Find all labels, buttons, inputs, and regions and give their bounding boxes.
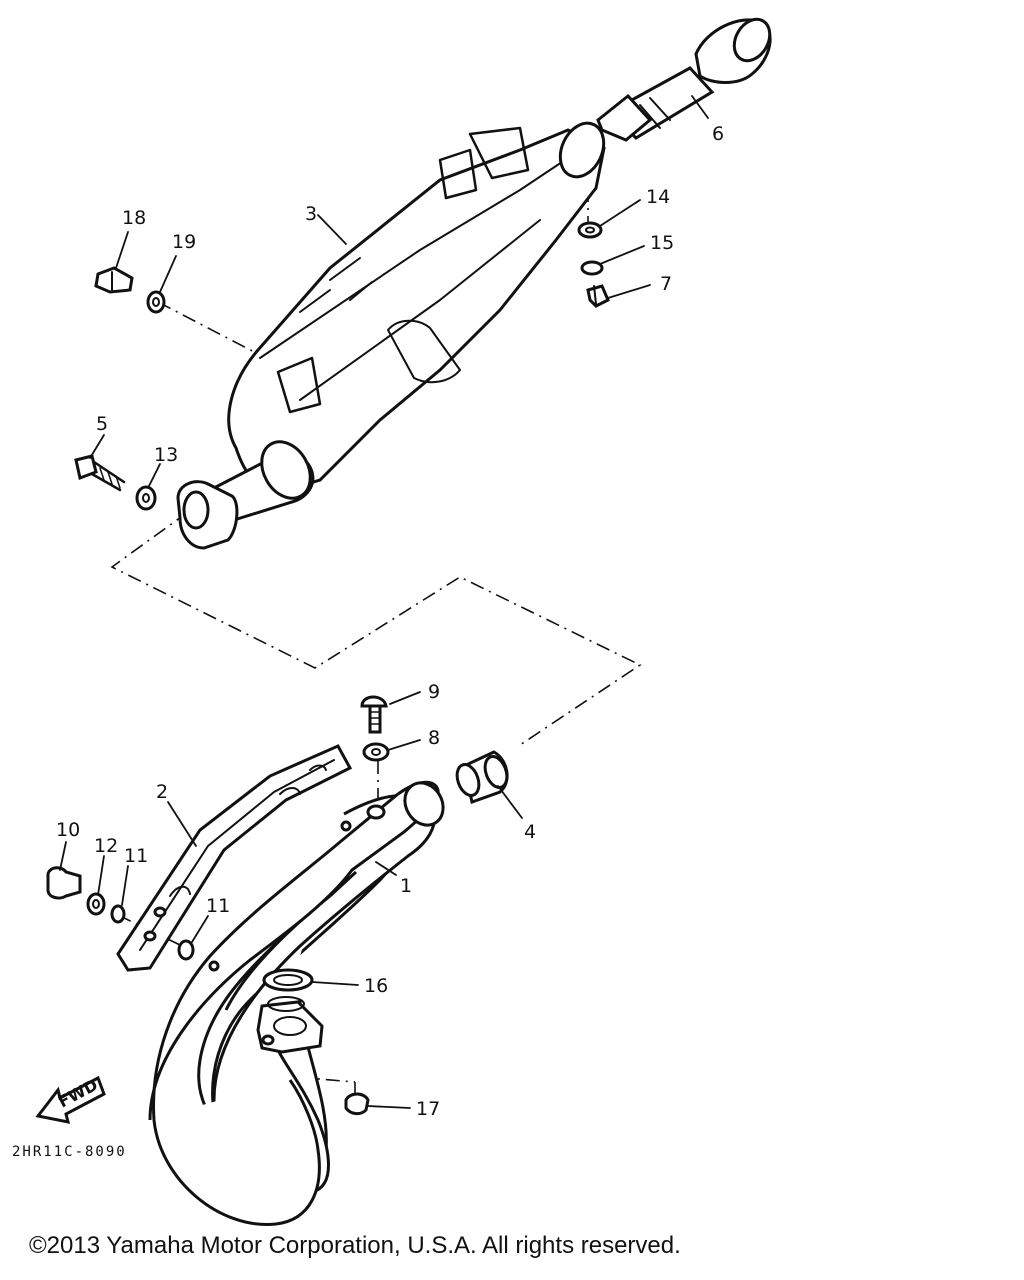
callout-5: 5 [96,413,108,435]
drawing-code: 2HR11C-8090 [12,1144,127,1160]
bolt-part-9[interactable] [360,695,388,734]
callout-1: 1 [400,875,412,897]
callout-3: 3 [305,203,317,225]
nut-part-17[interactable] [344,1092,370,1116]
protector-part-2[interactable] [116,744,353,972]
callout-6: 6 [712,123,724,145]
exhaust-flange[interactable] [256,996,324,1054]
callout-14: 14 [646,186,670,208]
callout-12: 12 [94,835,118,857]
callout-17: 17 [416,1098,440,1120]
callout-7: 7 [660,273,672,295]
leader-lines [59,95,709,1109]
callout-numbers: 6 3 18 19 5 13 14 15 7 9 8 4 2 1 10 12 1… [56,123,724,1120]
callout-2: 2 [156,781,168,803]
callout-18: 18 [122,207,146,229]
washer-part-13[interactable] [135,485,157,511]
exhaust-pipe-part-1[interactable] [148,776,451,1226]
washer-part-14[interactable] [577,221,603,239]
callout-11a: 11 [124,845,148,867]
tail-pipe-part-6[interactable] [596,13,777,142]
gasket-part-16[interactable] [262,968,314,992]
muffler-part-3[interactable] [227,116,612,494]
washer-part-8[interactable] [362,742,390,762]
callout-15: 15 [650,232,674,254]
forward-direction-arrow: FWD [35,1075,106,1124]
copyright-notice: ©2013 Yamaha Motor Corporation, U.S.A. A… [29,1232,681,1259]
washer-part-19[interactable] [146,290,166,314]
callout-10: 10 [56,819,80,841]
callout-16: 16 [364,975,388,997]
washer-part-12[interactable] [86,892,106,916]
bolt-part-18[interactable] [94,266,134,294]
callout-19: 19 [172,231,196,253]
bolt-part-5[interactable] [74,454,126,492]
bolt-part-7[interactable] [586,284,610,308]
lock-washer-part-15[interactable] [580,260,604,276]
callout-4: 4 [524,821,536,843]
joint-part-4[interactable] [453,750,511,804]
callout-13: 13 [154,444,178,466]
exhaust-parts-diagram: 6 3 18 19 5 13 14 15 7 9 8 4 2 1 10 12 1… [12,13,777,1226]
callout-11b: 11 [206,895,230,917]
muffler-inlet-pipe[interactable] [176,433,320,550]
screw-part-10[interactable] [46,866,82,900]
callout-9: 9 [428,681,440,703]
grommet-part-11a[interactable] [110,904,126,924]
grommet-part-11b[interactable] [177,939,195,961]
callout-8: 8 [428,727,440,749]
